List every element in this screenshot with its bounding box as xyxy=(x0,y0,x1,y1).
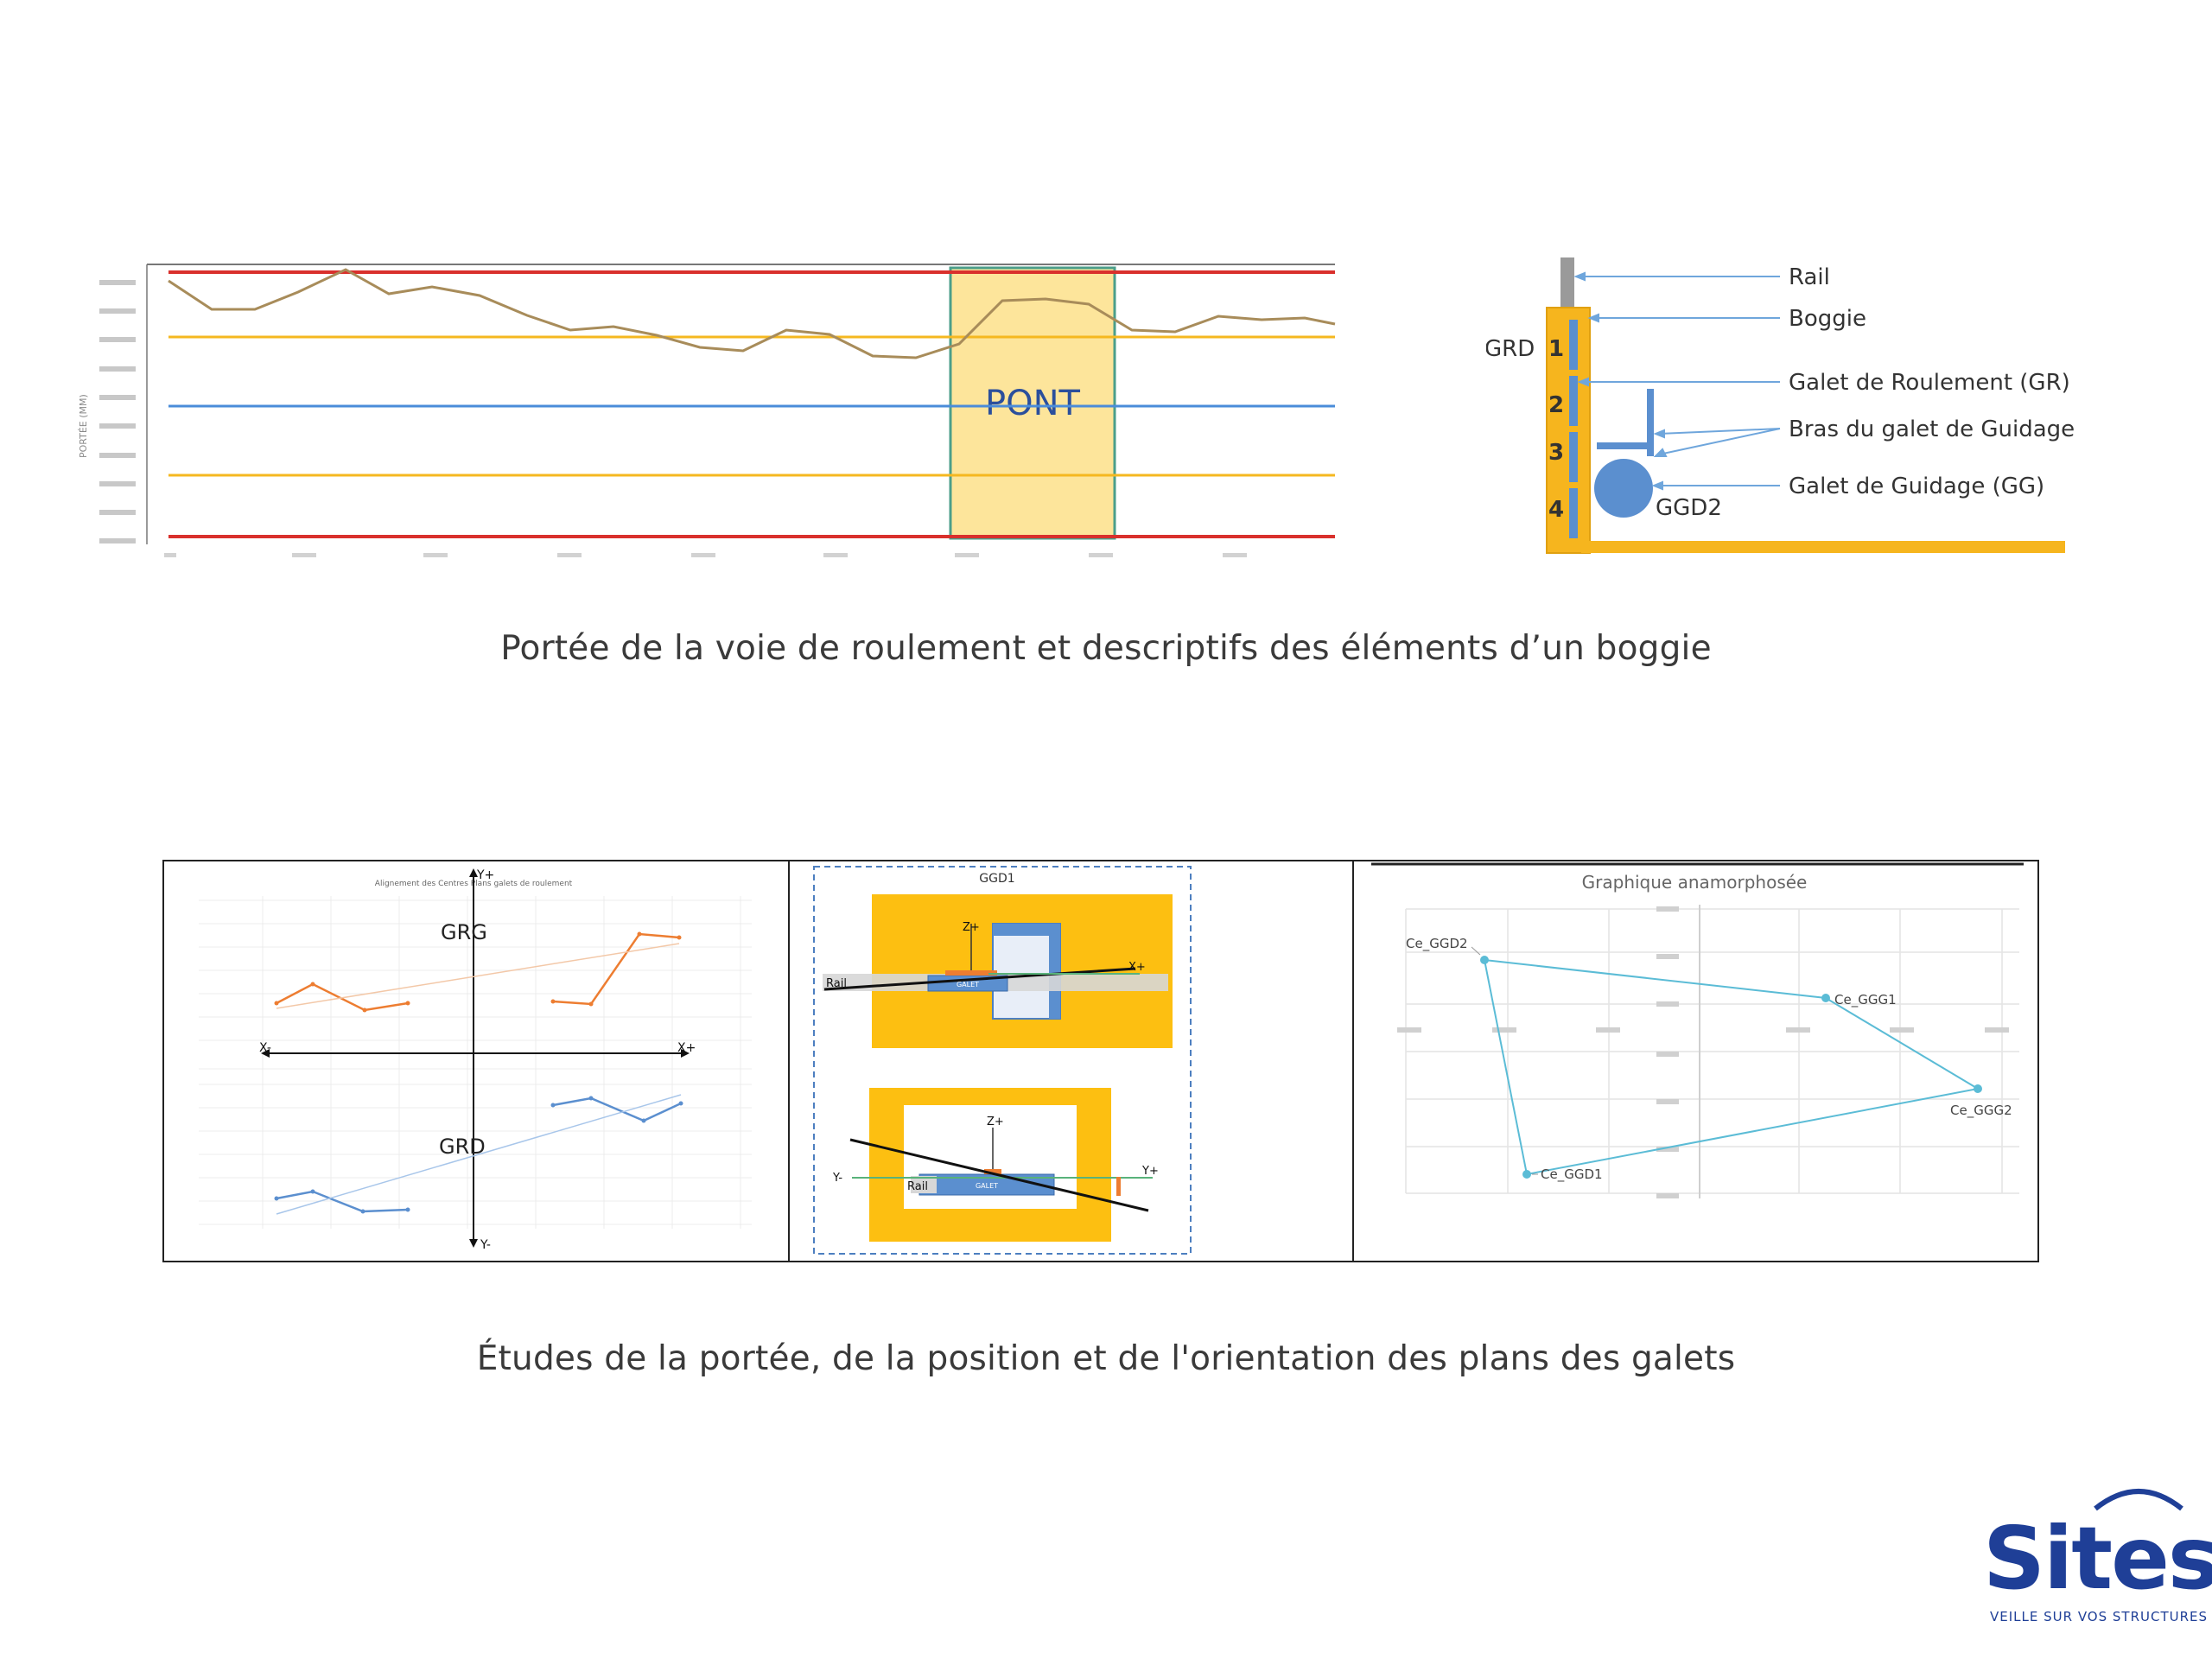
callout-rolling-wheel: Galet de Roulement (GR) xyxy=(1789,370,2070,396)
axis-y-plus: Y+ xyxy=(476,868,494,882)
point-ce-ggd1 xyxy=(1522,1170,1531,1179)
rail-shape xyxy=(1560,257,1574,322)
anamorphic-polygon xyxy=(1483,958,1980,1176)
callout-guide-wheel: Galet de Guidage (GG) xyxy=(1789,474,2044,499)
y-minus-label: Y- xyxy=(832,1172,842,1185)
grg-series-left xyxy=(276,982,409,1012)
label-ce-ggg2: Ce_GGG2 xyxy=(1950,1103,2012,1119)
label-ce-ggd2: Ce_GGD2 xyxy=(1406,936,1468,952)
label-ce-ggg1: Ce_GGG1 xyxy=(1834,992,1897,1008)
boggie-diagram: GRD 1 2 3 4 GGD2 Rail Boggie Galet de Ro… xyxy=(1486,257,2075,554)
point-ce-ggg1 xyxy=(1821,994,1830,1002)
callout-boggie: Boggie xyxy=(1789,306,1866,332)
guide-wheel xyxy=(1594,459,1653,518)
span-measurement-line xyxy=(168,268,1336,359)
logo-arc-icon xyxy=(2094,1489,2183,1511)
alignment-chart: Alignement des Centres Plans galets de r… xyxy=(199,868,752,1252)
axis-x-plus: X+ xyxy=(677,1041,696,1055)
axis-y-minus: Y- xyxy=(480,1238,491,1252)
grd-series-left xyxy=(276,1190,409,1213)
grg-series-right xyxy=(552,932,680,1006)
top-range-chart: PONT PORTÉE (MM) xyxy=(78,264,1336,557)
guide-arm-vertical xyxy=(1647,389,1654,456)
caption-bottom: Études de la portée, de la position et d… xyxy=(476,1339,1736,1378)
y-tick-labels-blurred xyxy=(99,280,136,543)
ggd2-label: GGD2 xyxy=(1656,495,1722,521)
panel-divider-2 xyxy=(1352,860,1354,1261)
label-ce-ggd1: Ce_GGD1 xyxy=(1541,1166,1603,1183)
wheel-orientation-diagram: GGD1 Z+ X+ Rail GALET Z+ Y- Y+ Rail GALE… xyxy=(813,866,1192,1255)
wheel-number-4: 4 xyxy=(1548,497,1564,523)
wheel-number-2: 2 xyxy=(1548,392,1564,418)
galet-top-label: GALET xyxy=(957,981,979,988)
y-axis-label: PORTÉE (MM) xyxy=(78,394,89,458)
anamorphic-chart-title: Graphique anamorphosée xyxy=(1582,872,1808,893)
x-tick-labels-blurred xyxy=(164,553,1247,557)
rail-top-label: Rail xyxy=(826,977,847,990)
panel-divider-1 xyxy=(788,860,790,1261)
boggie-base xyxy=(1581,541,2065,553)
logo-tagline: VEILLE SUR VOS STRUCTURES xyxy=(1990,1609,2209,1624)
x-plus-top: X+ xyxy=(1128,961,1146,974)
callout-guide-arm: Bras du galet de Guidage xyxy=(1789,416,2075,442)
anamorphic-chart: Graphique anamorphosée Ce_GGD2 Ce_GGG xyxy=(1371,862,2024,1198)
z-plus-bottom: Z+ xyxy=(987,1116,1004,1128)
bridge-zone xyxy=(949,266,1116,540)
wheel-number-3: 3 xyxy=(1548,440,1564,466)
grd-series-right xyxy=(552,1096,682,1122)
caption-top: Portée de la voie de roulement et descri… xyxy=(500,629,1712,668)
wheel-number-1: 1 xyxy=(1548,336,1564,362)
galet-bottom-label: GALET xyxy=(976,1182,998,1190)
ggd1-title: GGD1 xyxy=(979,872,1014,886)
guide-arm-horizontal xyxy=(1597,442,1649,449)
point-ce-ggg2 xyxy=(1974,1084,1982,1093)
axis-x-minus: X- xyxy=(259,1041,271,1055)
callout-rail: Rail xyxy=(1789,264,1830,290)
dashed-frame xyxy=(813,866,1192,1255)
bridge-label: PONT xyxy=(985,384,1081,423)
point-ce-ggd2 xyxy=(1480,956,1489,964)
grg-label: GRG xyxy=(441,920,487,944)
grd-label: GRD xyxy=(1486,336,1535,362)
logo-wordmark: Sites xyxy=(1983,1508,2212,1609)
z-plus-top: Z+ xyxy=(963,921,980,934)
boggie-body xyxy=(1546,307,1591,554)
y-plus-label: Y+ xyxy=(1141,1165,1159,1178)
rail-bottom-label: Rail xyxy=(907,1180,928,1193)
